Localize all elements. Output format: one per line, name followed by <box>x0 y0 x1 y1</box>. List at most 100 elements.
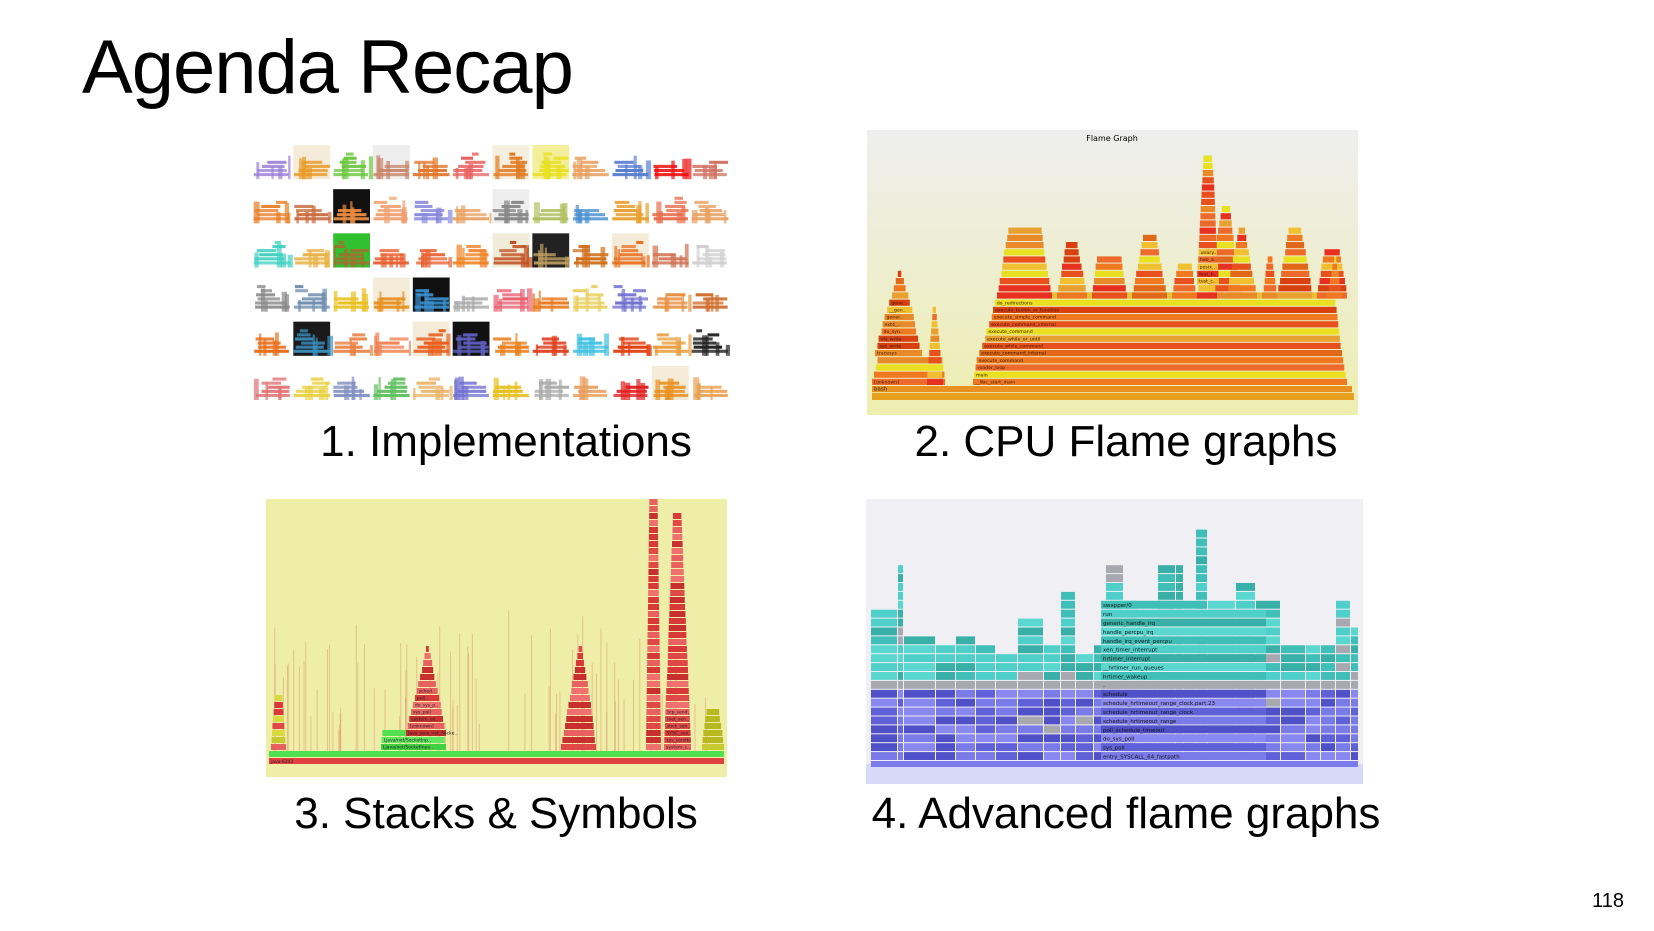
flame-frame <box>1263 285 1277 292</box>
flame-frame <box>1008 227 1042 234</box>
flame-frame <box>1076 689 1093 698</box>
thumbnail <box>333 189 370 224</box>
flame-frame: vfs_write <box>878 335 919 342</box>
flame-frame <box>871 680 897 689</box>
flame-frame <box>1061 680 1075 689</box>
flame-frame <box>1306 734 1320 743</box>
flame-frame <box>668 618 686 624</box>
flame-frame <box>1306 689 1320 698</box>
flame-frame <box>671 555 684 561</box>
svg-text:__gen..: __gen.. <box>888 309 906 314</box>
flame-frame: hrtimer_wakeup <box>1101 672 1266 680</box>
flame-frame <box>1201 184 1215 191</box>
flame-frame <box>1061 627 1075 636</box>
flame-frame <box>1176 565 1183 574</box>
flame-frame: entry_SYSCALL_64_fastpath <box>1101 752 1266 761</box>
flame-frame <box>904 725 935 734</box>
flame-frame <box>671 562 684 568</box>
flame-frame <box>1094 734 1105 743</box>
flame-frame <box>1061 752 1075 760</box>
flame-frame <box>898 636 903 645</box>
flame-frame <box>871 609 897 618</box>
svg-text:SYSC_sen..: SYSC_sen.. <box>667 731 692 737</box>
flame-frame <box>704 723 722 729</box>
flame-frame: unary.. <box>1198 249 1217 256</box>
flame-frame <box>1351 725 1358 734</box>
thumbnail <box>452 145 490 180</box>
svg-text:Java_java_net_Socke..: Java_java_net_Socke.. <box>407 731 457 737</box>
flame-frame <box>649 520 658 526</box>
flame-frame <box>648 541 659 547</box>
flame-frame <box>1018 743 1043 752</box>
flame-frame <box>871 734 897 743</box>
flame-frame <box>1281 680 1305 689</box>
flame-frame <box>1158 565 1175 574</box>
thumbnail <box>572 233 609 268</box>
flame-frame <box>1202 177 1214 184</box>
flame-frame <box>1097 256 1122 263</box>
flame-frame <box>1236 600 1255 609</box>
flame-frame <box>1208 285 1242 292</box>
flame-frame <box>571 681 588 687</box>
flame-frame <box>1306 680 1320 689</box>
flame-frame <box>1281 270 1310 277</box>
flame-frame <box>904 654 935 663</box>
flame-frame <box>936 725 955 734</box>
flame-frame <box>1044 672 1060 680</box>
flame-frame <box>1044 663 1060 671</box>
flame-frame <box>956 716 975 725</box>
flame-frame <box>931 321 938 328</box>
flame-frame <box>649 499 658 505</box>
flame-frame <box>1331 270 1339 277</box>
flame-frame <box>671 541 683 547</box>
flame-frame: xen_timer_interrupt <box>1101 645 1266 654</box>
flame-frame <box>871 752 897 760</box>
svg-text:poll_schedule_timeout: poll_schedule_timeout <box>1103 728 1165 734</box>
flame-frame <box>568 702 591 708</box>
flame-frame <box>996 663 1017 671</box>
flame-frame: main <box>974 371 1346 378</box>
flame-frame <box>1005 242 1044 249</box>
svg-text:unary..: unary.. <box>1201 250 1217 256</box>
flame-frame <box>871 707 897 716</box>
thumbnail <box>492 189 530 224</box>
flame-frame <box>1061 600 1075 609</box>
flame-frame <box>874 371 945 378</box>
flame-frame <box>1018 636 1043 645</box>
flame-frame <box>1321 698 1335 707</box>
flame-frame <box>668 625 687 631</box>
flame-frame <box>956 636 975 645</box>
thumbnail <box>373 189 410 224</box>
thumbnail <box>452 321 490 356</box>
flame-frame <box>1321 654 1335 663</box>
flame-frame <box>1094 278 1125 285</box>
flame-frame <box>936 734 955 743</box>
flame-frame <box>936 743 955 752</box>
thumbnail <box>373 365 410 400</box>
flame-frame <box>1094 743 1105 752</box>
flame-frame <box>996 654 1017 663</box>
flame-frame <box>1018 654 1043 663</box>
flame-frame <box>1174 278 1194 285</box>
flame-frame <box>898 600 903 609</box>
flame-frame <box>1336 609 1350 618</box>
flame-frame <box>1061 743 1075 752</box>
svg-text:Ljava/net/SocketInpu..: Ljava/net/SocketInpu.. <box>383 745 433 751</box>
flame-frame: posix.. <box>1197 263 1219 270</box>
flame-frame <box>1336 680 1350 689</box>
flame-frame <box>1135 278 1164 285</box>
flame-frame <box>672 513 682 519</box>
flame-frame <box>646 723 661 729</box>
flame-frame <box>1061 725 1075 734</box>
flame-frame <box>1336 734 1350 743</box>
thumbnail <box>651 189 689 224</box>
thumbnail <box>373 145 410 180</box>
flame-frame <box>668 639 687 645</box>
flame-frame <box>1018 716 1043 725</box>
flame-frame <box>1139 256 1160 263</box>
thumbnail <box>651 145 692 180</box>
flame-frame <box>1158 574 1175 582</box>
svg-text:sys_poll: sys_poll <box>413 710 431 716</box>
